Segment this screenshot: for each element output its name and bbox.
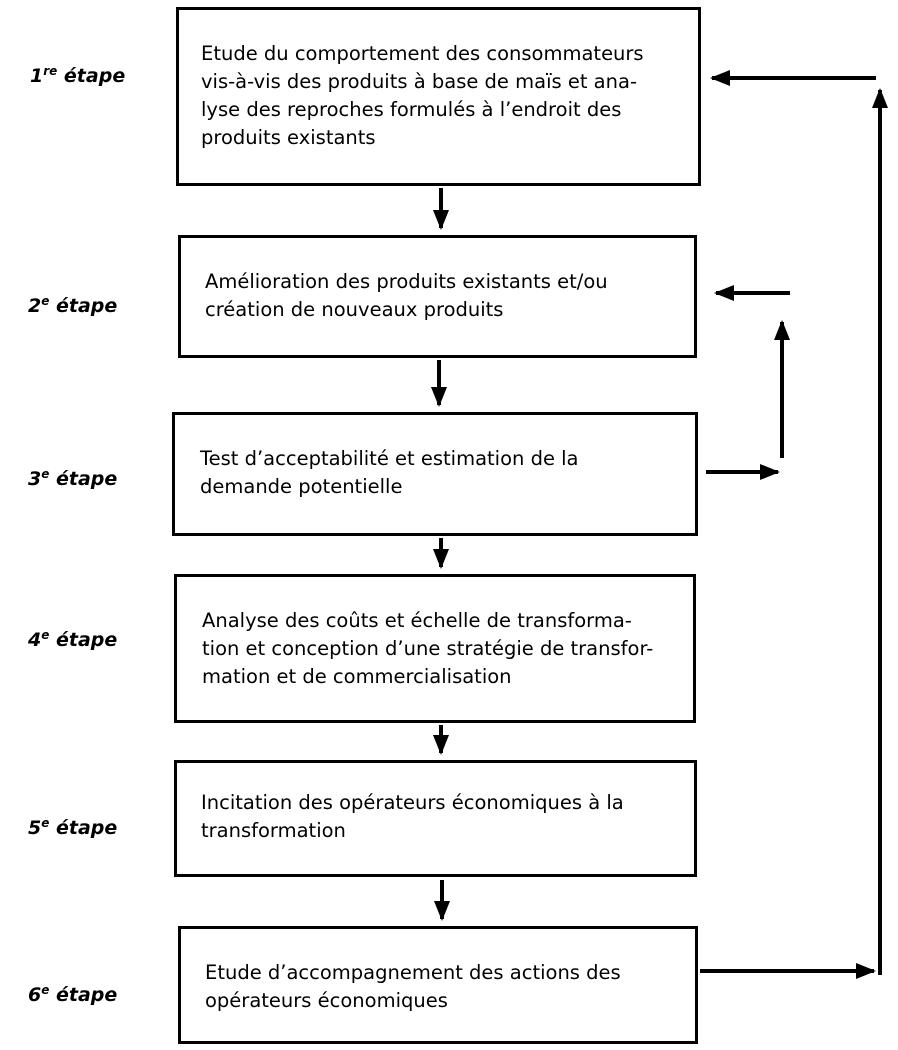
step-3-label: 3e étape [28,467,117,490]
step-1-text: Etude du comportement des consommateurs … [201,42,644,149]
step-4-text: Analyse des coûts et échelle de transfor… [202,609,654,688]
step-5-label: 5e étape [28,816,117,839]
step-3-text: Test d’acceptabilité et estimation de la… [200,447,579,498]
step-5-number: 5 [28,817,42,839]
step-2-label: 2e étape [28,294,117,317]
step-3-word: étape [56,468,118,490]
step-5-suffix: e [41,816,50,830]
step-4-number: 4 [28,629,42,651]
step-5-text: Incitation des opérateurs économiques à … [201,791,624,842]
step-4-word: étape [56,629,118,651]
step-1-number: 1 [30,65,44,87]
step-4-box: Analyse des coûts et échelle de transfor… [174,574,696,723]
step-6-number: 6 [28,984,42,1006]
step-3-box: Test d’acceptabilité et estimation de la… [172,412,698,536]
step-2-word: étape [56,295,118,317]
step-5-box: Incitation des opérateurs économiques à … [174,760,697,877]
step-2-suffix: e [41,294,50,308]
step-1-box: Etude du comportement des consommateurs … [176,7,701,186]
step-6-label: 6e étape [28,983,117,1006]
step-3-number: 3 [28,468,42,490]
step-1-suffix: re [43,64,58,78]
step-6-word: étape [56,984,118,1006]
step-2-box: Amélioration des produits existants et/o… [178,235,697,358]
step-4-label: 4e étape [28,628,117,651]
step-2-text: Amélioration des produits existants et/o… [205,270,608,321]
step-1-word: étape [63,65,126,87]
step-6-suffix: e [41,983,50,997]
step-6-box: Etude d’accompagnement des actions des o… [178,926,698,1044]
step-4-suffix: e [41,628,50,642]
step-2-number: 2 [28,295,42,317]
step-3-suffix: e [41,467,50,481]
step-1-label: 1re étape [30,64,125,87]
step-5-word: étape [56,817,118,839]
step-6-text: Etude d’accompagnement des actions des o… [205,961,621,1012]
